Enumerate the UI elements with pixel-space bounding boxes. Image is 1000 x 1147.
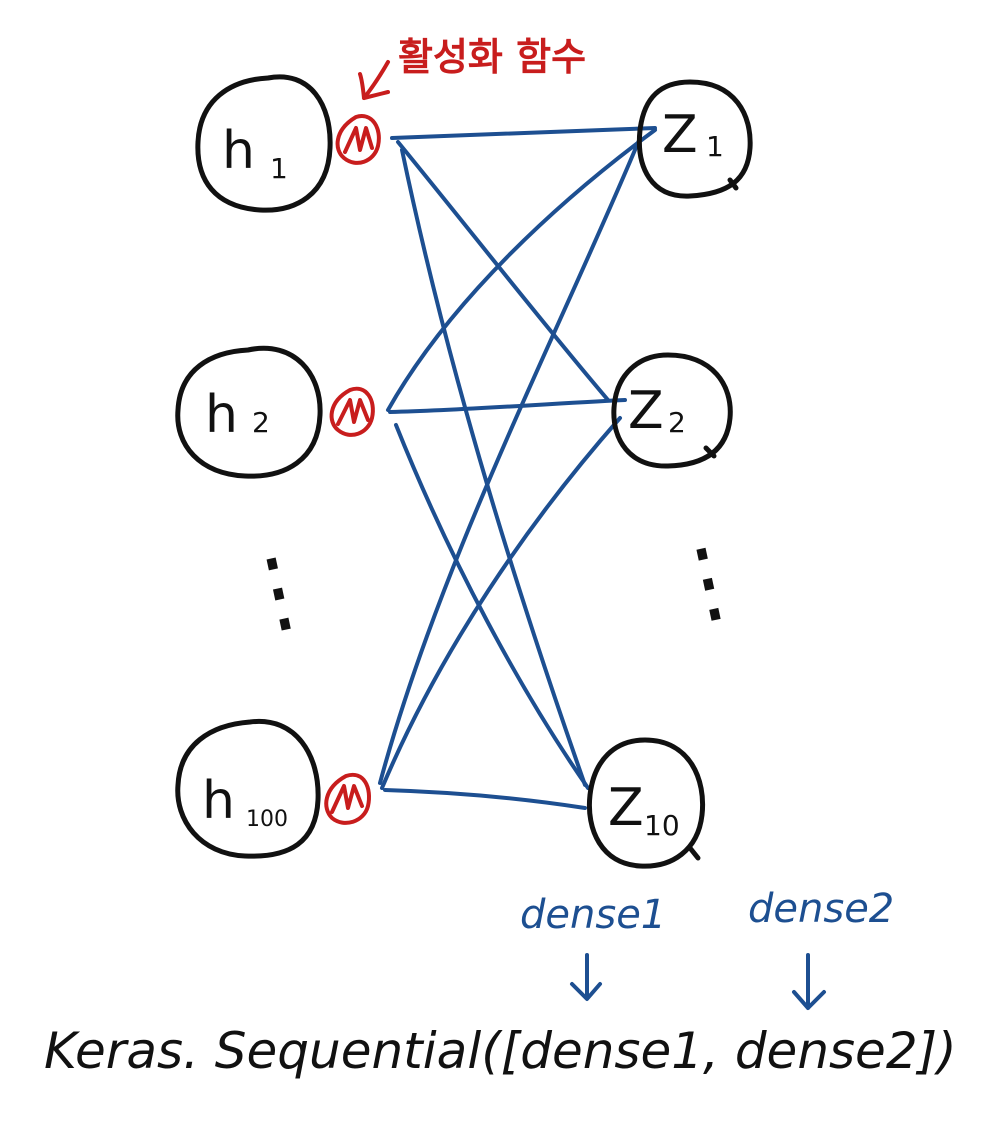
connection-h100-z10 [383,788,587,810]
hidden-ellipsis: ⋮ [223,531,333,652]
hidden-node-h1-base: h [222,121,255,181]
connection-h100-z2 [380,416,622,790]
activation-icon-h1 [335,114,381,165]
dense1-arrow [570,953,602,1001]
output-node-z2: Z 2 [611,352,733,469]
output-ellipsis: ⋮ [653,521,763,642]
hidden-node-h1: h 1 [195,74,333,213]
connection-h100-z1 [378,136,642,785]
output-node-z1: Z 1 [636,79,753,199]
activation-icon-h100 [324,772,371,825]
output-node-z10: Z 10 [586,737,706,869]
annotation-arrow [358,60,390,100]
output-node-z2-base: Z [628,381,664,441]
connection-h2-z10 [394,423,590,790]
output-node-z10-sub: 10 [644,809,680,842]
connection-h2-z1 [386,128,657,412]
keras-sequential-code: Keras. Sequential([dense1, dense2]) [44,1022,957,1080]
hidden-node-h2: h 2 [175,345,323,479]
hidden-node-h100-sub: 100 [246,807,288,832]
connection-h2-z2 [388,398,627,414]
connection-h1-z2 [396,140,610,402]
activation-function-label: 활성화 함수 [398,35,586,79]
activation-icon-h2 [329,386,375,437]
hidden-node-h100-base: h [202,771,235,831]
output-node-z1-sub: 1 [706,130,724,163]
output-node-z1-base: Z [662,105,698,165]
dense1-label: dense1 [520,892,666,938]
hidden-node-h2-base: h [205,385,238,445]
connection-h1-z1 [390,126,657,140]
output-node-z10-base: Z [608,778,644,838]
dense2-label: dense2 [748,886,894,932]
hidden-node-h1-sub: 1 [270,152,288,185]
connections [378,126,657,810]
hidden-node-h2-sub: 2 [252,406,270,439]
hidden-node-h100: h 100 [175,718,321,859]
output-node-z2-sub: 2 [668,406,686,439]
dense2-arrow [792,953,826,1010]
